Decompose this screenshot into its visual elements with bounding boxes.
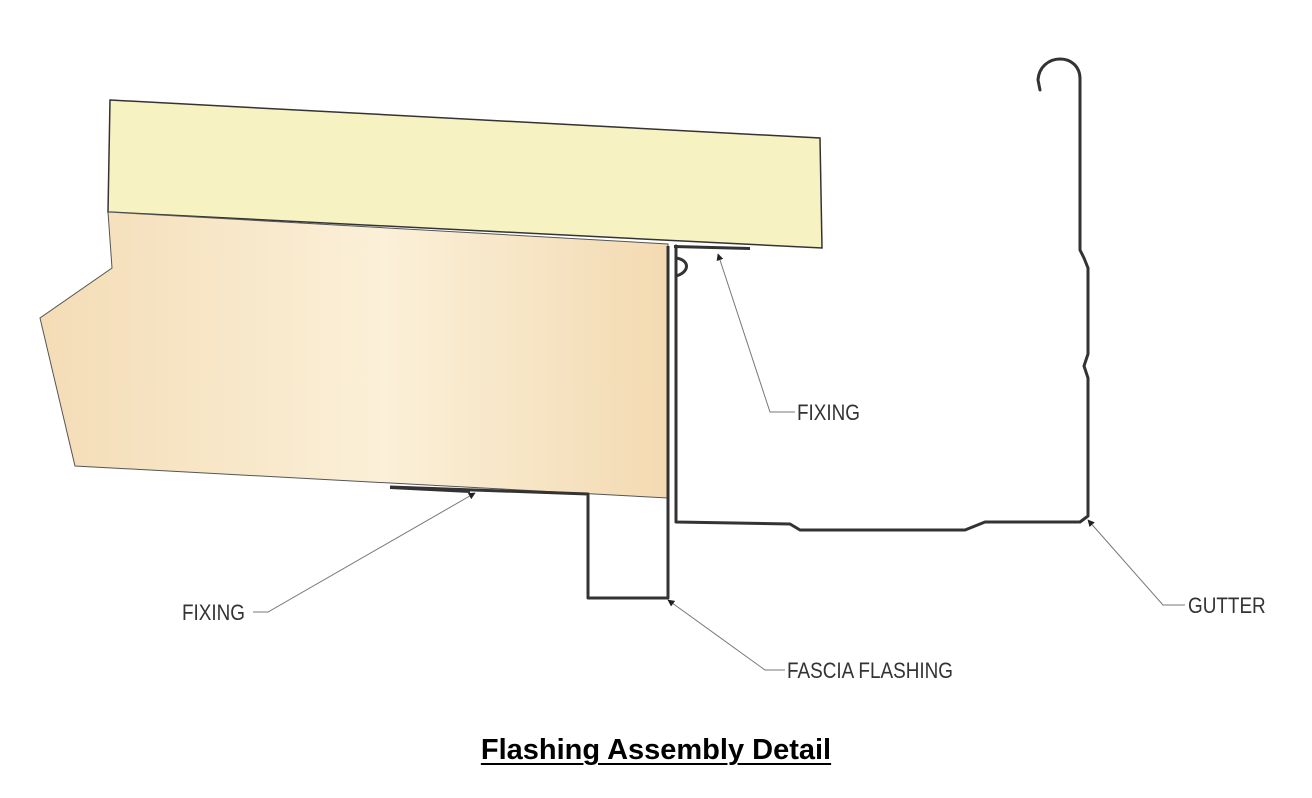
gutter-profile [674,57,1090,532]
label-fascia-flashing: FASCIA FLASHING [787,659,953,684]
label-fixing-bottom: FIXING [182,601,245,626]
label-fixing-top: FIXING [797,401,860,426]
label-gutter: GUTTER [1188,594,1266,619]
diagram-caption: Flashing Assembly Detail [480,734,832,766]
top-fixing-plate [674,245,750,250]
roof-panel-core [39,211,669,499]
leader-fixing-bottom [253,492,476,613]
fascia-flashing-profile [389,246,670,600]
leader-gutter [1087,519,1185,606]
leader-fixing-top [716,253,795,413]
leader-fascia-flashing [667,599,785,671]
roof-panel-top-skin [107,99,823,249]
